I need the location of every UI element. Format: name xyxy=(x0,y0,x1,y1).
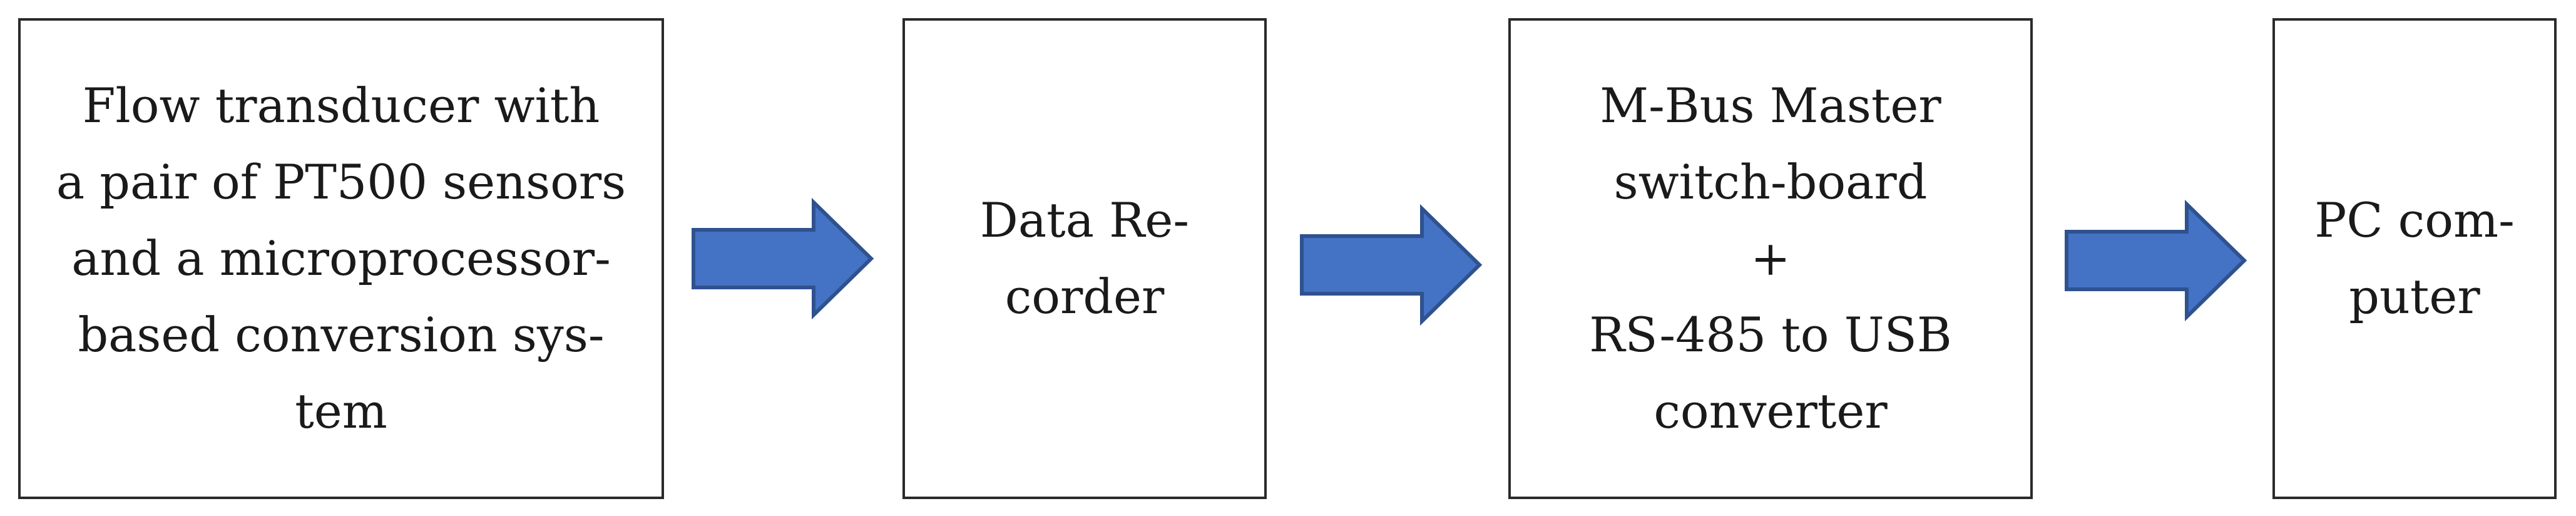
mbus-master-label: M-Bus Master switch-board + RS-485 to US… xyxy=(1589,68,1951,450)
mbus-master-box: M-Bus Master switch-board + RS-485 to US… xyxy=(1508,18,2033,499)
data-recorder-line-2: corder xyxy=(1004,269,1165,324)
right-arrow-icon xyxy=(1300,204,1483,326)
flow-transducer-line-3: and a microprocessor- xyxy=(71,230,611,286)
right-arrow-icon xyxy=(2065,199,2247,322)
flow-transducer-line-1: Flow transducer with xyxy=(82,78,600,133)
data-recorder-line-1: Data Re- xyxy=(979,192,1190,248)
data-recorder-label: Data Re- corder xyxy=(980,182,1189,335)
mbus-master-line-1: M-Bus Master xyxy=(1600,78,1941,133)
flow-transducer-label: Flow transducer with a pair of PT500 sen… xyxy=(56,68,626,450)
data-recorder-box: Data Re- corder xyxy=(902,18,1267,499)
mbus-master-line-5: converter xyxy=(1653,383,1888,439)
right-arrow-icon xyxy=(692,197,874,320)
mbus-master-line-4: RS-485 to USB xyxy=(1589,307,1952,363)
flow-transducer-line-2: a pair of PT500 sensors xyxy=(56,154,626,210)
mbus-master-line-3: + xyxy=(1751,230,1791,286)
pc-computer-line-2: puter xyxy=(2349,269,2480,324)
mbus-master-line-2: switch-board xyxy=(1613,154,1928,210)
flow-transducer-box: Flow transducer with a pair of PT500 sen… xyxy=(18,18,664,499)
flow-transducer-line-5: tem xyxy=(295,383,387,439)
pc-computer-label: PC com- puter xyxy=(2314,182,2515,335)
pc-computer-line-1: PC com- xyxy=(2314,192,2515,248)
flow-transducer-line-4: based conversion sys- xyxy=(78,307,605,363)
pc-computer-box: PC com- puter xyxy=(2272,18,2557,499)
